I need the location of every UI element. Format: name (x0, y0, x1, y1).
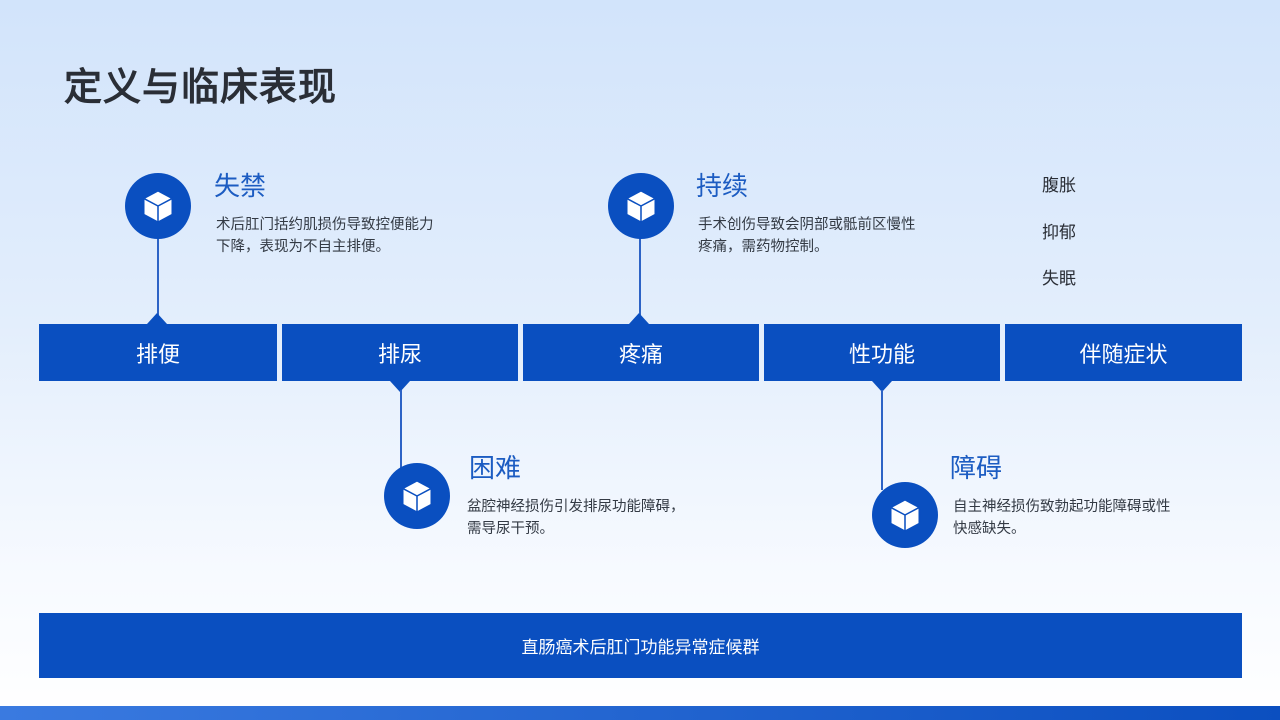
bottom-accent-strip (0, 706, 1280, 720)
cube-icon (625, 190, 657, 223)
event-description-line: 自主神经损伤致勃起功能障碍或性 (953, 499, 1171, 515)
notch-pointer (390, 381, 410, 392)
event-description-line: 疼痛，需药物控制。 (698, 239, 829, 255)
category-segment: 伴随症状 (1005, 324, 1242, 381)
connector-line (400, 390, 402, 468)
event-marker (608, 173, 674, 239)
slide-title: 定义与临床表现 (64, 65, 338, 109)
footer-label: 直肠癌术后肛门功能异常症候群 (521, 638, 760, 658)
event-description-line: 需导尿干预。 (467, 521, 554, 537)
notch-pointer (147, 313, 167, 324)
category-bar: 排便 排尿 疼痛 性功能 伴随症状 (39, 313, 1242, 392)
event-marker (125, 173, 191, 239)
category-segment: 排便 (39, 324, 277, 381)
event-title: 障碍 (950, 454, 1003, 484)
event-description: 自主神经损伤致勃起功能障碍或性 快感缺失。 (953, 496, 1171, 540)
category-segment: 排尿 (282, 324, 518, 381)
event-description-line: 下降，表现为不自主排便。 (216, 239, 390, 255)
event-description: 盆腔神经损伤引发排尿功能障碍， 需导尿干预。 (467, 496, 685, 540)
cube-icon (401, 480, 433, 513)
event-title: 失禁 (214, 172, 267, 202)
category-segment: 性功能 (764, 324, 1000, 381)
event-description-line: 术后肛门括约肌损伤导致控便能力 (216, 217, 434, 233)
event-description-line: 快感缺失。 (953, 521, 1026, 537)
event-description-line: 手术创伤导致会阴部或骶前区慢性 (698, 217, 916, 233)
event-title: 困难 (469, 454, 522, 484)
side-symptom-item: 腹胀 (1042, 176, 1076, 196)
event-marker (384, 463, 450, 529)
event-description: 手术创伤导致会阴部或骶前区慢性 疼痛，需药物控制。 (698, 214, 916, 258)
category-segment: 疼痛 (523, 324, 759, 381)
connector-line (881, 390, 883, 490)
connector-line (639, 235, 641, 315)
connector-line (157, 235, 159, 315)
cube-icon (142, 190, 174, 223)
side-symptom-item: 抑郁 (1042, 223, 1076, 243)
notch-pointer (629, 313, 649, 324)
notch-pointer (872, 381, 892, 392)
event-description: 术后肛门括约肌损伤导致控便能力 下降，表现为不自主排便。 (216, 214, 434, 258)
event-description-line: 盆腔神经损伤引发排尿功能障碍， (467, 499, 685, 515)
cube-icon (889, 499, 921, 532)
side-symptom-item: 失眠 (1042, 269, 1076, 289)
footer-banner: 直肠癌术后肛门功能异常症候群 (39, 613, 1242, 678)
event-marker (872, 482, 938, 548)
event-title: 持续 (696, 172, 749, 202)
